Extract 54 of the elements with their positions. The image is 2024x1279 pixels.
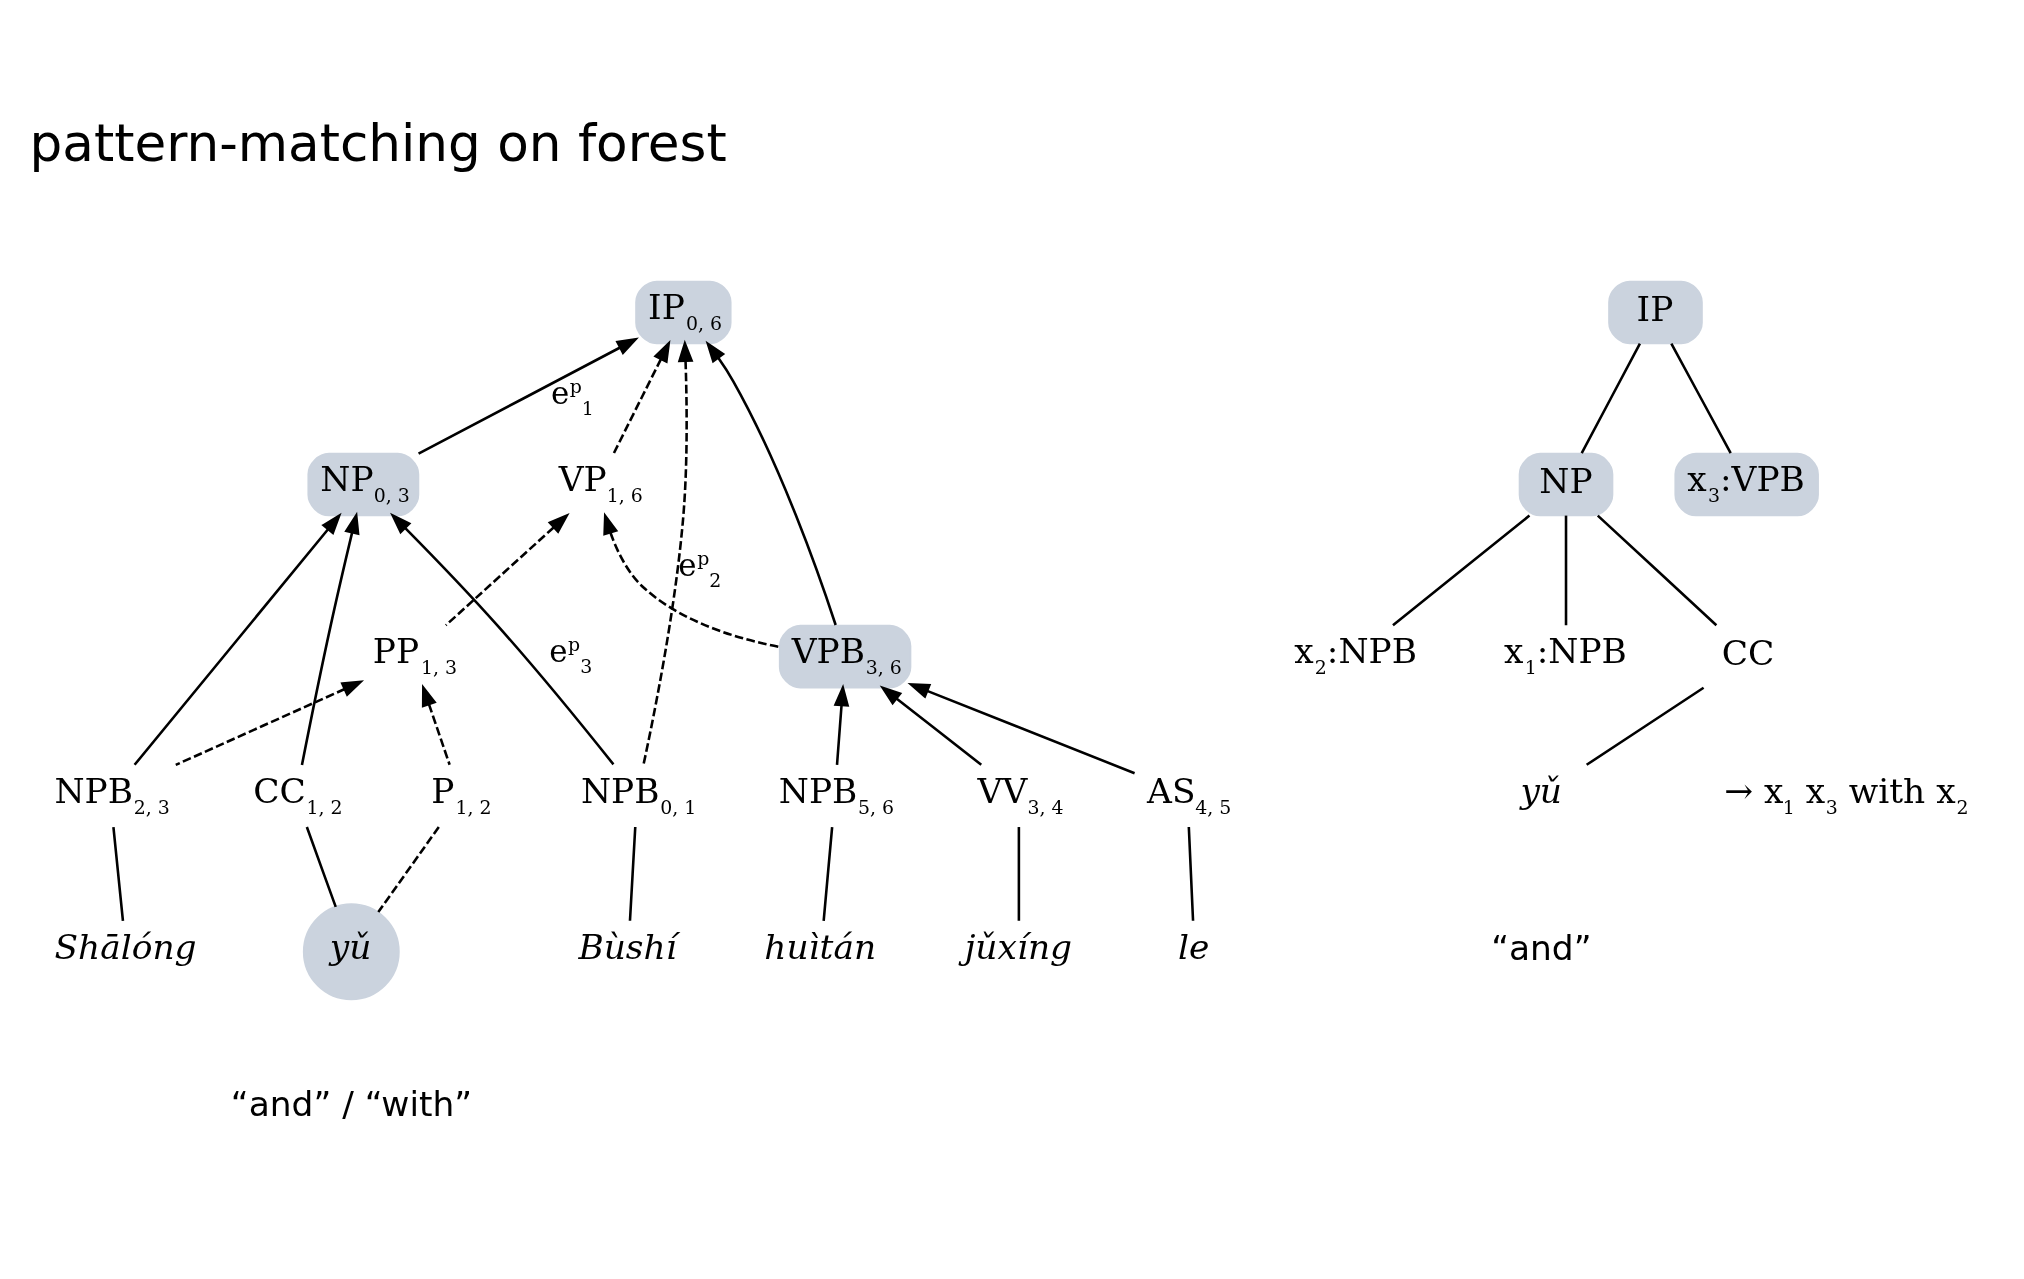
arrow [445, 513, 570, 627]
node-label: “and” [1491, 928, 1592, 969]
node-text: CC$_{1, 2}$ [253, 770, 343, 818]
node-text: NPB$_{5, 6}$ [778, 770, 895, 818]
connector [305, 826, 337, 908]
connector [1585, 686, 1705, 766]
connector [1392, 514, 1531, 627]
node-text: NPB$_{0, 1}$ [581, 770, 697, 818]
arrow [418, 337, 639, 455]
node-text: huìtán [764, 926, 877, 967]
connector [1670, 342, 1732, 454]
node-box: NP$_{0, 3}$ [307, 452, 420, 517]
node-box: IP [1608, 280, 1703, 345]
arrow [642, 339, 694, 765]
connector [822, 826, 834, 921]
connector [377, 826, 440, 913]
node-box: VPB$_{3, 6}$ [778, 624, 912, 689]
arrow [133, 512, 342, 766]
arrow [421, 684, 451, 766]
node-text: AS$_{4, 5}$ [1147, 770, 1232, 818]
connector [1564, 515, 1568, 626]
node-box: NP [1518, 452, 1614, 517]
node-text: yǔ [1520, 770, 1563, 811]
arrow [175, 680, 365, 767]
connector [112, 826, 125, 921]
node-text: CC [1721, 633, 1775, 674]
node-text: VV$_{3, 4}$ [977, 770, 1064, 818]
node-circle: yǔ [302, 903, 400, 1001]
arrow [705, 340, 837, 626]
arrow [603, 512, 780, 649]
connector [628, 826, 637, 921]
node-box: x$_{3}$:VPB [1674, 452, 1819, 517]
diagram-title: pattern-matching on forest [29, 113, 727, 174]
node-text: P$_{1, 2}$ [431, 770, 492, 818]
connector [1596, 514, 1718, 627]
connector [1017, 827, 1021, 921]
node-text: le [1178, 926, 1210, 967]
arrow [879, 685, 983, 766]
connector [1187, 826, 1195, 921]
node-label: “and” / “with” [230, 1084, 473, 1125]
node-text: VP$_{1, 6}$ [558, 459, 643, 507]
node-box: IP$_{0, 6}$ [635, 280, 732, 345]
node-text: x$_{2}$:NPB [1294, 631, 1417, 679]
node-text: Shālóng [54, 926, 197, 967]
arrow [300, 511, 360, 766]
connector [1580, 342, 1642, 454]
arrow [833, 683, 850, 765]
node-text: NPB$_{2, 3}$ [54, 770, 170, 818]
node-text: PP$_{1, 3}$ [372, 631, 458, 679]
label: → x$_{1}$ x$_{3}$ with x$_{2}$ [1724, 770, 1969, 818]
node-text: x$_{1}$:NPB [1504, 631, 1627, 679]
arrow [907, 683, 1136, 775]
arrow [390, 512, 615, 766]
arrow [612, 340, 671, 454]
